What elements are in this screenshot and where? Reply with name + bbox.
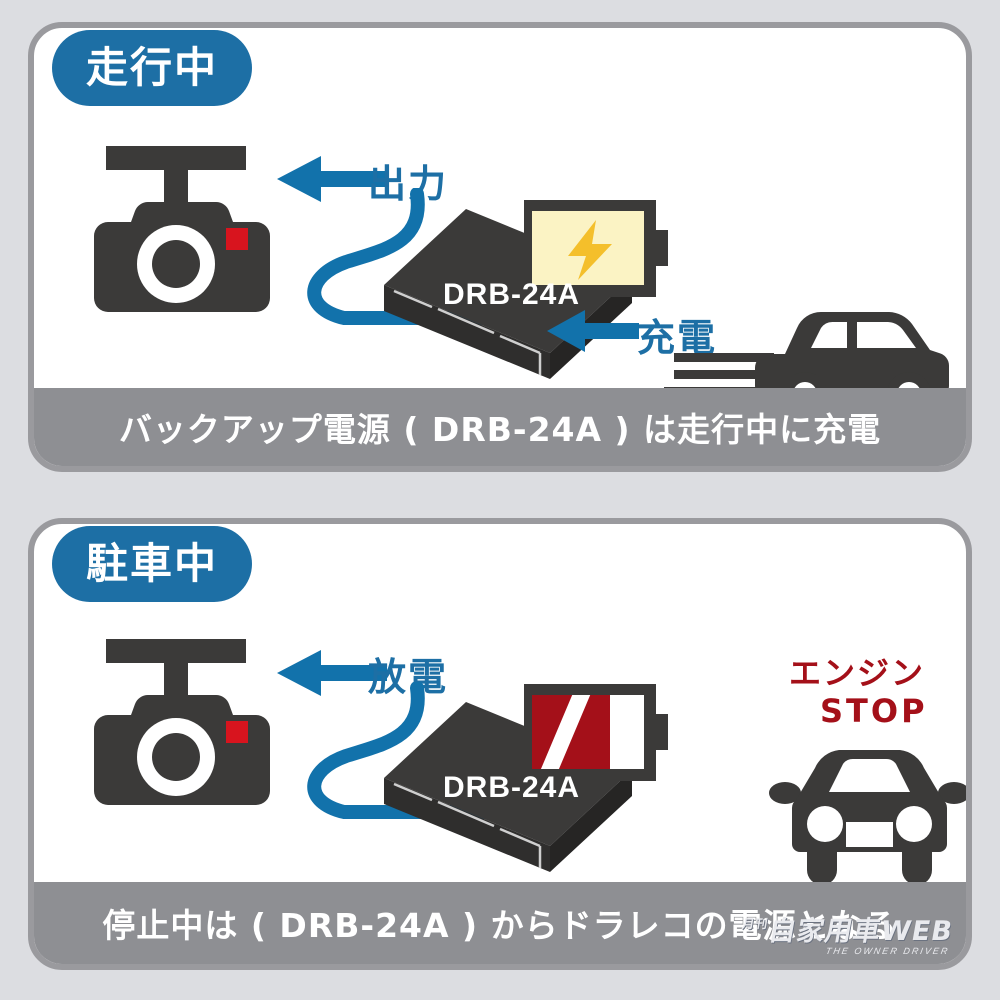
discharge-arrow-icon [277,650,387,696]
battery-low-icon [524,684,668,781]
watermark-main-text: 月刊自家用車WEB [739,916,956,947]
status-badge-driving: 走行中 [52,30,252,106]
caption-bar-driving: バックアップ電源 ( DRB-24A ) は走行中に充電 [34,388,966,466]
label-discharge: 放電 [368,655,449,699]
engine-status-line1: エンジン [789,654,926,692]
status-badge-driving-label: 走行中 [85,43,218,92]
charge-arrow-icon [547,310,639,352]
panel-driving: 出力 DRB-24A [28,22,972,472]
watermark-sub-text: THE OWNER DRIVER [825,946,951,956]
caption-bar-parked: 停止中は ( DRB-24A ) からドラレコの電源となる [34,882,966,964]
dashcam-icon [94,639,270,805]
label-output: 出力 [368,162,449,206]
status-badge-parked: 駐車中 [52,526,252,602]
battery-charging-icon [524,200,668,297]
drb-24a-device [384,702,632,872]
caption-text-driving: バックアップ電源 ( DRB-24A ) は走行中に充電 [118,410,882,449]
car-front-icon [769,750,966,884]
engine-status-line2: STOP [820,692,928,730]
output-arrow-icon [277,156,387,202]
panel-driving-body: 出力 DRB-24A [34,28,966,466]
device-label-driving: DRB-24A [443,278,581,311]
dashcam-icon [94,146,270,312]
watermark-logo: 月刊自家用車WEB THE OWNER DRIVER [737,916,956,956]
panel-parked-body: 放電 DRB-24A [34,524,966,964]
power-cable-parked [307,682,494,819]
label-charge: 充電 [637,316,718,360]
watermark-prefix-text: 月刊 [741,917,770,931]
status-badge-parked-label: 駐車中 [85,539,218,588]
caption-text-parked: 停止中は ( DRB-24A ) からドラレコの電源となる [102,906,898,945]
device-label-parked: DRB-24A [443,771,581,804]
power-cable-driving [307,188,494,325]
watermark-brand-text: 自家用車WEB [766,916,956,947]
